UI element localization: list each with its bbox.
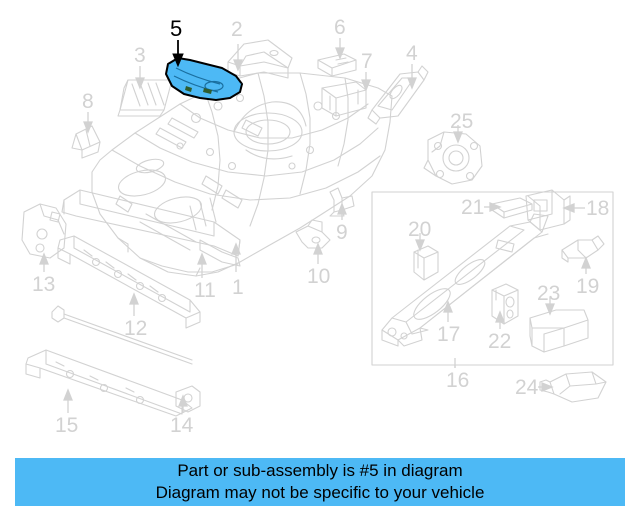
callout-label-13: 13	[32, 273, 56, 296]
callout-label-11: 11	[194, 279, 216, 302]
callout-label-1: 1	[232, 276, 244, 299]
callout-label-5: 5	[170, 16, 183, 41]
banner-line-1: Part or sub-assembly is #5 in diagram	[177, 461, 463, 481]
callout-label-9: 9	[336, 221, 348, 244]
part-23-shape	[529, 309, 589, 353]
part-8-shape	[71, 125, 101, 159]
callout-label-18: 18	[586, 197, 610, 220]
info-banner: Part or sub-assembly is #5 in diagram Di…	[15, 458, 625, 506]
part-6-shape	[317, 53, 357, 77]
part-22-shape	[491, 283, 519, 325]
callout-label-16: 16	[446, 369, 470, 392]
callout-label-20: 20	[408, 218, 432, 241]
part-12-shape	[57, 235, 201, 329]
callout-label-7: 7	[361, 50, 373, 73]
part-3-shape	[117, 79, 173, 117]
callout-label-2: 2	[231, 18, 243, 41]
callout-label-3: 3	[134, 44, 146, 67]
part-11-shape	[61, 189, 241, 257]
part-15-shape	[25, 349, 193, 417]
floor-pan-assembly	[91, 72, 393, 277]
callout-arrows	[39, 38, 591, 413]
part-25-shape	[423, 131, 483, 185]
part-10-shape	[295, 219, 331, 249]
callout-label-10: 10	[307, 265, 331, 288]
part-13-shape	[21, 203, 67, 259]
callout-label-4: 4	[406, 42, 418, 65]
inset-region-box	[371, 191, 614, 366]
callout-label-25: 25	[450, 110, 474, 133]
callout-label-14: 14	[170, 414, 194, 437]
callout-label-8: 8	[82, 90, 94, 113]
callout-label-6: 6	[334, 16, 346, 39]
callout-label-12: 12	[124, 317, 148, 340]
callout-label-23: 23	[537, 282, 561, 305]
callout-label-21: 21	[461, 196, 485, 219]
part-17-shape	[381, 213, 549, 347]
part-4-shape	[367, 65, 429, 125]
callout-label-24: 24	[515, 376, 539, 399]
part-rod-shape	[51, 305, 193, 365]
callout-arrow-5	[172, 40, 184, 68]
callout-label-19: 19	[576, 275, 600, 298]
banner-line-2: Diagram may not be specific to your vehi…	[155, 483, 485, 502]
callout-label-22: 22	[488, 330, 512, 353]
part-1-shape	[199, 239, 241, 267]
callout-label-15: 15	[55, 414, 79, 437]
callout-label-17: 17	[437, 323, 461, 346]
part-20-shape	[413, 245, 439, 281]
part-7-shape	[321, 81, 367, 117]
part-24-shape	[539, 371, 607, 403]
part-5-highlighted-shape	[165, 57, 243, 101]
part-19-shape	[561, 235, 605, 263]
part-18-shape	[525, 189, 571, 231]
